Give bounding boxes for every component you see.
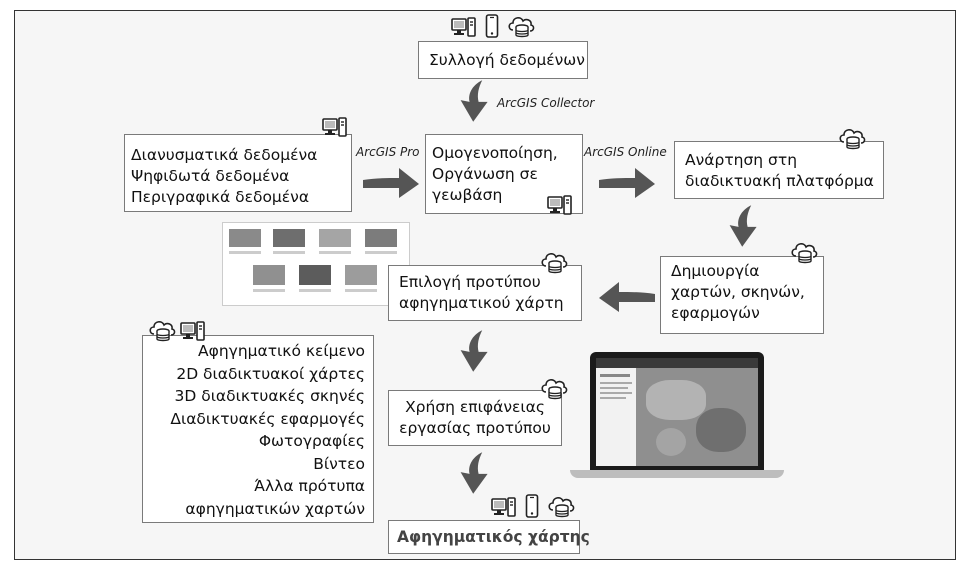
node-text-line: εφαρμογών (671, 304, 760, 322)
node-text-line: Περιγραφικά δεδομένα (131, 188, 310, 206)
laptop-screenshot-image (570, 352, 784, 480)
arrow-right (360, 162, 422, 202)
node-text-line: Αφηγηματικό κείμενο (198, 342, 365, 360)
mobile-phone-icon (485, 14, 499, 38)
node-text-line: Ομογενοποίηση, (432, 144, 558, 162)
node-text-line: αφηγηματικού χάρτη (399, 294, 564, 312)
cloud-database-icon (507, 14, 535, 38)
node-homogenize: Ομογενοποίηση, Οργάνωση σε γεωβάση (425, 134, 583, 214)
node-text-line: Ψηφιδωτά δεδομένα (131, 167, 290, 185)
cloud-database-icon (540, 376, 568, 400)
arrow-down (457, 328, 493, 374)
node-text-line: διαδικτυακή πλατφόρμα (685, 172, 874, 190)
cloud-database-icon (540, 250, 568, 274)
node-text-line: Βίντεο (313, 454, 365, 473)
node-text-line: γεωβάση (432, 186, 503, 204)
node-content-types: Αφηγηματικό κείμενο 2D διαδικτυακοί χάρτ… (142, 335, 374, 523)
desktop-computer-icon (180, 320, 206, 342)
node-input-data: Διανυσματικά δεδομένα Ψηφιδωτά δεδομένα … (124, 134, 352, 212)
cloud-database-icon (790, 240, 818, 264)
node-text-line: Οργάνωση σε (432, 165, 538, 183)
node-story-map: Αφηγηματικός χάρτης (388, 520, 590, 554)
desktop-computer-icon (451, 16, 477, 38)
node-upload: Ανάρτηση στη διαδικτυακή πλατφόρμα (674, 141, 884, 199)
template-gallery-image (222, 222, 410, 306)
node-text-line: χαρτών, σκηνών, (671, 283, 805, 301)
desktop-computer-icon (491, 496, 517, 518)
node-text-line: Διανυσματικά δεδομένα (131, 146, 318, 164)
node-text-line: Άλλα πρότυπα (254, 477, 365, 495)
node-text-line: Δημιουργία (671, 262, 760, 280)
arrow-down (457, 450, 493, 496)
cloud-database-icon (547, 494, 575, 518)
node-text-line: Αφηγηματικός χάρτης (397, 528, 590, 546)
desktop-computer-icon (547, 194, 573, 216)
node-text-line: 2D διαδικτυακοί χάρτες (176, 364, 365, 383)
node-text-line: Διαδικτυακές εφαρμογές (170, 409, 365, 428)
node-text-line: Χρήση επιφάνειας (405, 398, 545, 416)
node-workspace: Χρήση επιφάνειας εργασίας προτύπου (388, 390, 562, 446)
node-text-line: 3D διαδικτυακές σκηνές (174, 387, 365, 405)
node-text-line: Συλλογή δεδομένων (429, 51, 585, 69)
node-text-line: Ανάρτηση στη (685, 151, 798, 169)
arrow-left (594, 276, 660, 316)
node-create: Δημιουργία χαρτών, σκηνών, εφαρμογών (660, 256, 824, 334)
node-text-line: Επιλογή προτύπου (399, 273, 541, 291)
cloud-database-icon (838, 126, 866, 150)
edge-label-pro: ArcGIS Pro (356, 145, 420, 159)
arrow-right (594, 162, 660, 202)
arrow-down (726, 203, 762, 249)
edge-label-online: ArcGIS Online (584, 145, 667, 159)
arrow-down (457, 78, 493, 124)
cloud-database-icon (148, 318, 176, 342)
node-text-line: Φωτογραφίες (258, 432, 365, 450)
desktop-computer-icon (322, 116, 348, 138)
edge-label-collector: ArcGIS Collector (497, 96, 595, 110)
node-text-line: εργασίας προτύπου (399, 419, 551, 437)
mobile-phone-icon (525, 494, 539, 518)
node-text-line: αφηγηματικών χαρτών (185, 499, 365, 518)
node-template: Επιλογή προτύπου αφηγηματικού χάρτη (388, 265, 582, 321)
node-data-collection: Συλλογή δεδομένων (418, 41, 588, 79)
